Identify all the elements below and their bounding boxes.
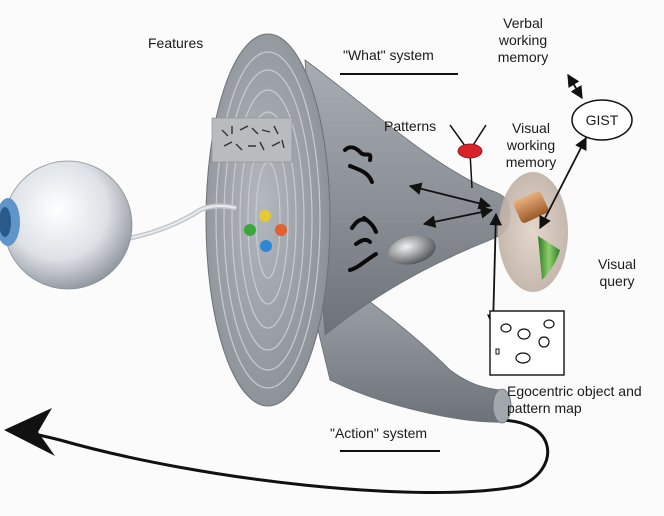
- verbal-line-1: Verbal: [503, 15, 543, 31]
- verbal-wm-label: Verbal working memory: [488, 15, 558, 66]
- feature-dots: [244, 210, 287, 252]
- feature-dot-red: [275, 224, 287, 236]
- feature-dot-yellow: [259, 210, 271, 222]
- visual-wm-cloud: [498, 172, 568, 292]
- egocentric-line-1: Egocentric object and: [507, 383, 642, 399]
- features-label: Features: [148, 35, 204, 51]
- feature-texture-patch: [211, 117, 293, 163]
- arrow-gist-verbal: [567, 73, 583, 100]
- object-pill: [388, 235, 436, 265]
- visual-query-label: Visual query: [586, 256, 648, 290]
- eyeball: [0, 160, 133, 290]
- arrow-gist-wm: [539, 136, 587, 230]
- visual-wm-line-3: memory: [505, 154, 557, 170]
- what-system-underline: [340, 73, 458, 75]
- patterns-label: Patterns: [384, 118, 437, 134]
- visual-wm-line-1: Visual: [512, 120, 550, 136]
- pattern-glyphs: [343, 145, 378, 272]
- what-system-label: "What" system: [343, 47, 434, 63]
- verbal-line-3: memory: [497, 49, 549, 65]
- gist-node: [571, 99, 633, 141]
- arrow-patterns-lower: [422, 206, 494, 228]
- action-branch-end: [492, 388, 512, 424]
- patterns-node: [449, 124, 487, 189]
- verbal-line-2: working: [498, 32, 548, 48]
- what-funnel-body: [304, 59, 511, 336]
- action-system-path: [4, 408, 550, 494]
- action-system-label: "Action" system: [330, 425, 428, 441]
- arrow-wm-egocentric: [487, 212, 502, 328]
- feature-dot-blue: [260, 240, 272, 252]
- action-arrowhead: [4, 408, 55, 456]
- action-system-underline: [340, 450, 440, 452]
- arrow-patterns-upper: [408, 182, 492, 210]
- visual-query-line-1: Visual: [598, 256, 636, 272]
- visual-wm-line-2: working: [506, 137, 556, 153]
- visual-wm-label: Visual working memory: [496, 120, 566, 171]
- egocentric-map: [489, 310, 565, 376]
- wm-cone: [538, 236, 560, 280]
- flow-arrows: [408, 73, 587, 328]
- visual-query-line-2: query: [599, 273, 635, 289]
- feature-dot-green: [244, 224, 256, 236]
- egocentric-line-2: pattern map: [507, 400, 582, 416]
- egocentric-label: Egocentric object and pattern map: [507, 383, 642, 417]
- gist-label: GIST: [585, 112, 619, 128]
